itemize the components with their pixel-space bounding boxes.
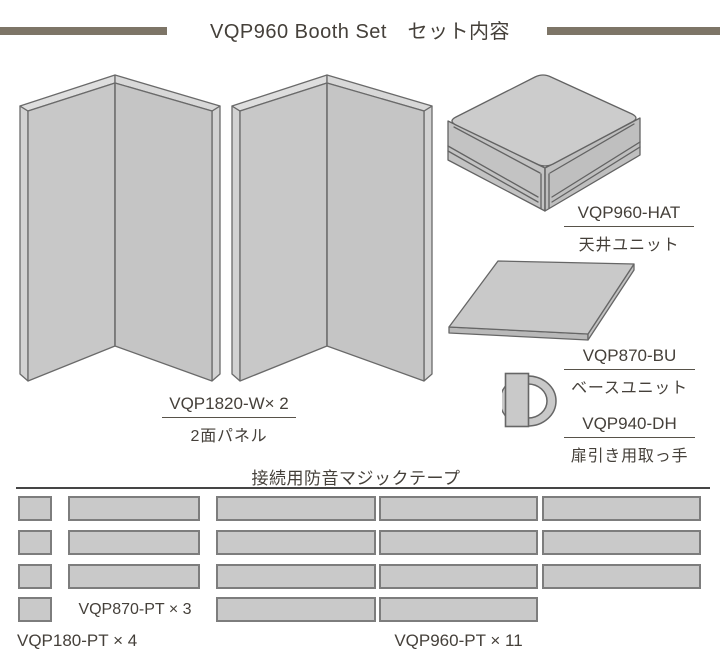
page-title: VQP960 Booth Set セット内容 <box>209 21 510 43</box>
tape-section-title: 接続用防音マジックテープ <box>251 469 461 488</box>
folded-panel-illustration-1 <box>19 74 221 382</box>
tape-piece-long <box>542 564 701 589</box>
tape-medium-count-label: VQP870-PT × 3 <box>78 601 192 618</box>
header-rule-left <box>0 27 167 35</box>
base-unit-name: ベースユニット <box>571 380 688 397</box>
tape-small-count-label: VQP180-PT × 4 <box>17 631 138 650</box>
ceiling-unit-code: VQP960-HAT <box>564 203 694 227</box>
panel-code: VQP1820-W× 2 <box>162 394 296 418</box>
tape-piece-long <box>216 597 376 622</box>
ceiling-unit-name: 天井ユニット <box>578 237 680 254</box>
tape-long-count-label: VQP960-PT × 11 <box>394 631 523 650</box>
base-unit-label: VQP870-BU ベースユニット <box>564 346 695 398</box>
tape-piece-small <box>18 496 52 521</box>
panel-label: VQP1820-W× 2 2面パネル <box>162 394 296 446</box>
ceiling-unit-label: VQP960-HAT 天井ユニット <box>564 203 694 255</box>
tape-piece-small <box>18 564 52 589</box>
tape-piece-long <box>542 530 701 555</box>
door-handle-name: 扉引き用取っ手 <box>570 448 689 465</box>
header-rule-right <box>547 27 720 35</box>
base-unit-code: VQP870-BU <box>564 346 695 370</box>
tape-piece-long <box>379 597 538 622</box>
tape-piece-medium <box>68 496 200 521</box>
door-handle-illustration <box>502 372 557 428</box>
panel-name: 2面パネル <box>190 428 268 445</box>
tape-piece-small <box>18 597 52 622</box>
ceiling-unit-illustration <box>447 74 641 212</box>
tape-piece-long <box>379 530 538 555</box>
tape-piece-small <box>18 530 52 555</box>
tape-piece-long <box>216 496 376 521</box>
tape-piece-long <box>542 496 701 521</box>
tape-piece-long <box>216 564 376 589</box>
tape-piece-long <box>379 496 538 521</box>
door-handle-code: VQP940-DH <box>564 414 695 438</box>
tape-piece-long <box>379 564 538 589</box>
tape-piece-medium <box>68 564 200 589</box>
tape-piece-medium <box>68 530 200 555</box>
door-handle-label: VQP940-DH 扉引き用取っ手 <box>564 414 695 466</box>
tape-section-rule <box>16 487 710 489</box>
base-unit-illustration <box>448 260 635 341</box>
folded-panel-illustration-2 <box>231 74 433 382</box>
tape-piece-long <box>216 530 376 555</box>
